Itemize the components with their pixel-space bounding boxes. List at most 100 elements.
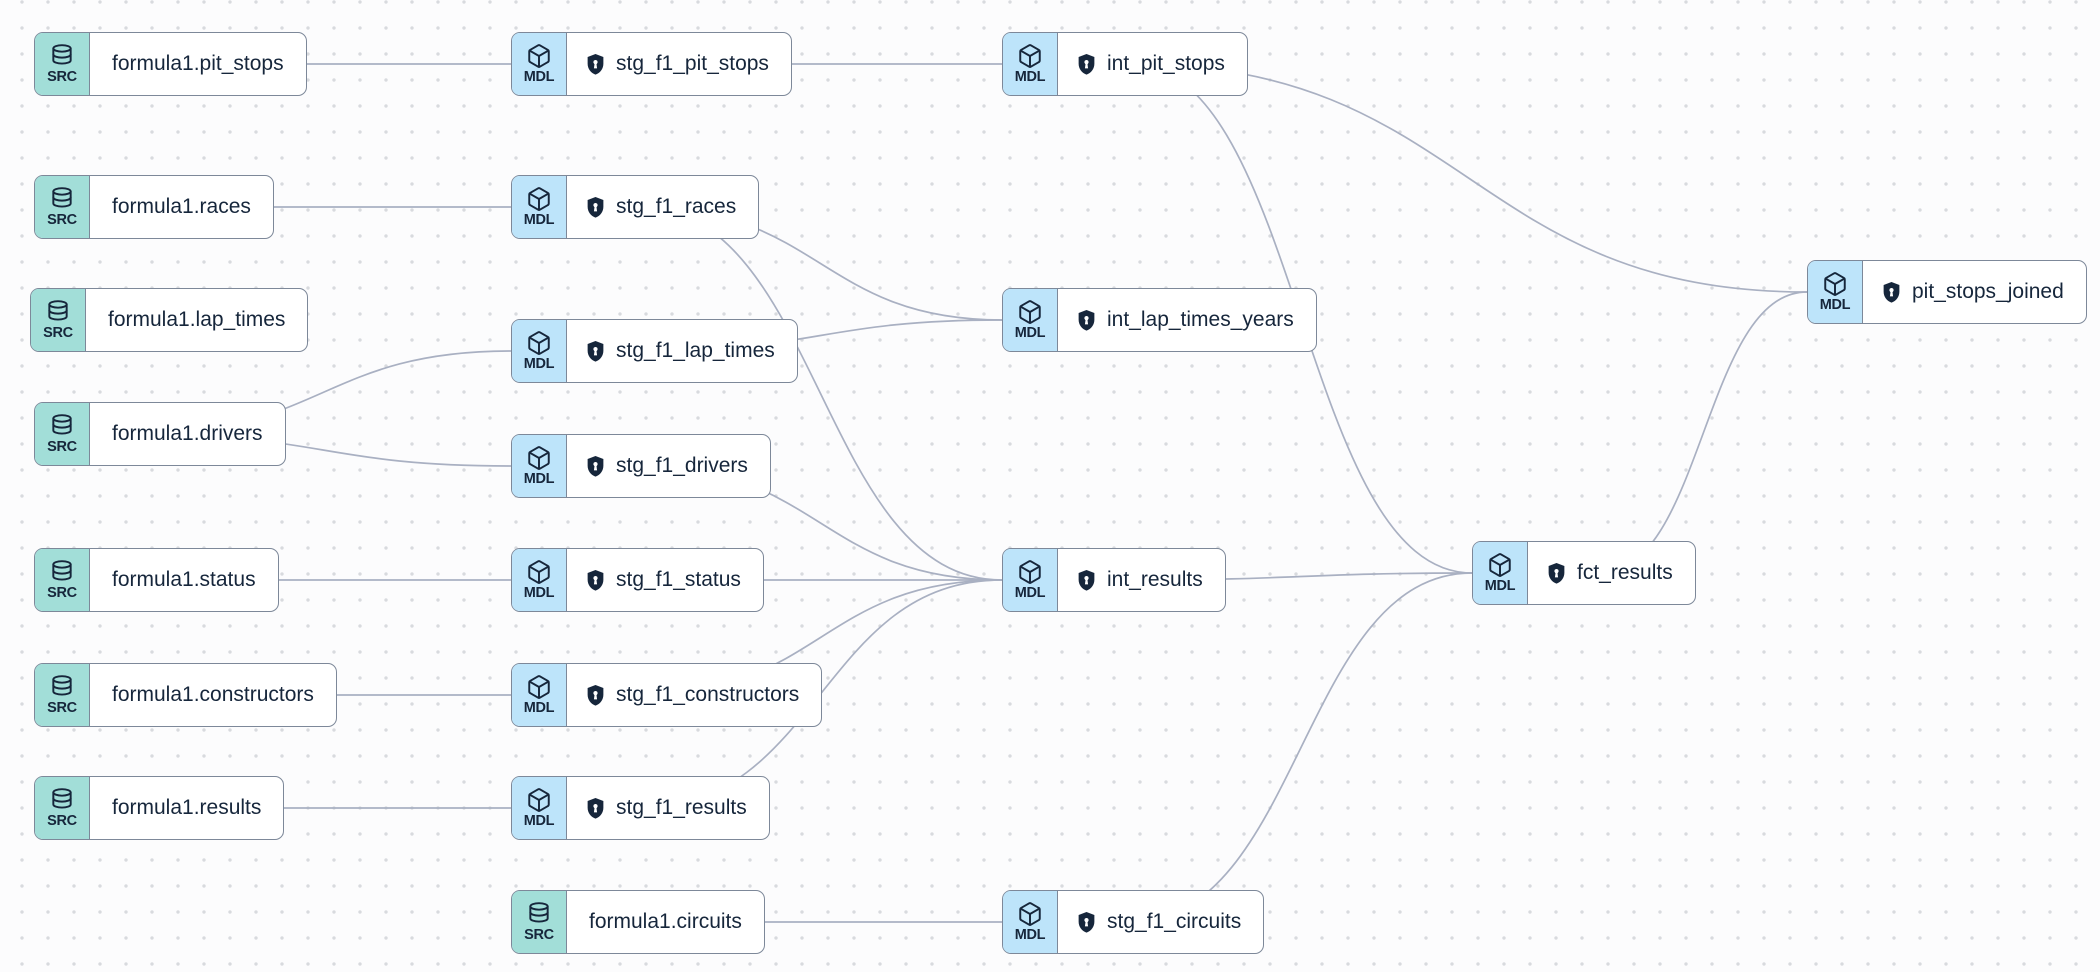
node-label: stg_f1_results (616, 796, 747, 819)
shield-icon (587, 797, 604, 819)
node-type-badge: SRC (47, 212, 77, 229)
node-type-icon: MDL (512, 176, 567, 238)
node-pit_stops_joined[interactable]: MDL pit_stops_joined (1807, 260, 2087, 324)
shield-icon (1548, 562, 1565, 584)
node-label-area: formula1.races (90, 176, 273, 238)
cube-icon (528, 187, 550, 212)
edge-fct_results-to-pit_stops_joined (1599, 291, 1808, 574)
edge-stg_races-to-int_results (638, 206, 1003, 581)
node-formula1-results[interactable]: SRC formula1.results (34, 776, 285, 840)
node-formula1-pit_stops[interactable]: SRC formula1.pit_stops (34, 32, 307, 96)
cube-icon (1019, 902, 1041, 927)
node-formula1-constructors[interactable]: SRC formula1.constructors (34, 663, 337, 727)
cube-icon (1824, 272, 1846, 297)
cube-icon (1019, 560, 1041, 585)
node-type-icon: MDL (1808, 261, 1863, 323)
node-label-area: formula1.constructors (90, 664, 336, 726)
node-int_results[interactable]: MDL int_results (1002, 548, 1226, 612)
node-type-icon: MDL (512, 777, 567, 839)
node-type-icon: SRC (35, 549, 90, 611)
database-icon (52, 44, 72, 65)
node-label: stg_f1_lap_times (616, 339, 775, 362)
node-type-icon: MDL (1003, 891, 1058, 953)
cube-icon (528, 560, 550, 585)
node-formula1-lap_times[interactable]: SRC formula1.lap_times (30, 288, 309, 352)
node-type-badge: MDL (523, 471, 555, 488)
node-label: stg_f1_pit_stops (616, 52, 769, 75)
node-label-area: formula1.status (90, 549, 278, 611)
node-stg_f1_results[interactable]: MDL stg_f1_results (511, 776, 770, 840)
node-label-area: stg_f1_lap_times (567, 320, 797, 382)
edge-stg_circuits-to-fct_results (1129, 572, 1473, 923)
database-icon (52, 560, 72, 581)
cube-icon (528, 788, 550, 813)
node-formula1-drivers[interactable]: SRC formula1.drivers (34, 402, 286, 466)
node-label: int_lap_times_years (1107, 308, 1294, 331)
node-type-icon: SRC (35, 33, 90, 95)
node-type-badge: MDL (1014, 927, 1046, 944)
node-type-icon: MDL (1003, 33, 1058, 95)
node-label-area: stg_f1_drivers (567, 435, 770, 497)
shield-icon (587, 684, 604, 706)
node-label: stg_f1_status (616, 568, 741, 591)
node-label-area: formula1.pit_stops (90, 33, 306, 95)
node-type-badge: MDL (523, 700, 555, 717)
node-label-area: formula1.circuits (567, 891, 764, 953)
database-icon (529, 902, 549, 923)
node-type-badge: MDL (523, 69, 555, 86)
node-label: formula1.races (112, 195, 251, 218)
shield-icon (1078, 309, 1095, 331)
shield-icon (587, 53, 604, 75)
node-formula1-status[interactable]: SRC formula1.status (34, 548, 279, 612)
node-type-icon: MDL (512, 664, 567, 726)
node-type-badge: SRC (43, 325, 73, 342)
node-stg_f1_lap_times[interactable]: MDL stg_f1_lap_times (511, 319, 798, 383)
node-type-icon: MDL (512, 320, 567, 382)
node-type-icon: MDL (512, 549, 567, 611)
node-type-icon: SRC (31, 289, 86, 351)
node-stg_f1_drivers[interactable]: MDL stg_f1_drivers (511, 434, 771, 498)
node-label-area: stg_f1_pit_stops (567, 33, 791, 95)
shield-icon (587, 196, 604, 218)
node-stg_f1_constructors[interactable]: MDL stg_f1_constructors (511, 663, 823, 727)
shield-icon (1078, 53, 1095, 75)
node-formula1-races[interactable]: SRC formula1.races (34, 175, 274, 239)
node-label-area: int_lap_times_years (1058, 289, 1316, 351)
node-type-badge: SRC (47, 585, 77, 602)
node-label: formula1.pit_stops (112, 52, 284, 75)
node-stg_f1_circuits[interactable]: MDL stg_f1_circuits (1002, 890, 1265, 954)
node-label: stg_f1_circuits (1107, 910, 1242, 933)
shield-icon (587, 455, 604, 477)
node-label: int_pit_stops (1107, 52, 1225, 75)
node-type-badge: MDL (1484, 578, 1516, 595)
node-int_lap_times_years[interactable]: MDL int_lap_times_years (1002, 288, 1317, 352)
node-stg_f1_status[interactable]: MDL stg_f1_status (511, 548, 764, 612)
shield-icon (587, 340, 604, 362)
node-label: formula1.constructors (112, 683, 314, 706)
node-stg_f1_races[interactable]: MDL stg_f1_races (511, 175, 760, 239)
node-type-badge: SRC (47, 813, 77, 830)
node-type-icon: SRC (35, 664, 90, 726)
node-stg_f1_pit_stops[interactable]: MDL stg_f1_pit_stops (511, 32, 792, 96)
node-label: formula1.circuits (589, 910, 742, 933)
cube-icon (528, 331, 550, 356)
node-label-area: stg_f1_races (567, 176, 758, 238)
node-formula1-circuits[interactable]: SRC formula1.circuits (511, 890, 765, 954)
database-icon (52, 414, 72, 435)
node-fct_results[interactable]: MDL fct_results (1472, 541, 1696, 605)
node-type-badge: SRC (47, 439, 77, 456)
node-type-icon: SRC (512, 891, 567, 953)
cube-icon (1019, 300, 1041, 325)
node-label: stg_f1_drivers (616, 454, 748, 477)
node-int_pit_stops[interactable]: MDL int_pit_stops (1002, 32, 1248, 96)
node-type-badge: MDL (523, 585, 555, 602)
node-type-badge: MDL (1014, 69, 1046, 86)
node-label: formula1.lap_times (108, 308, 286, 331)
node-label: formula1.results (112, 796, 262, 819)
node-label-area: stg_f1_constructors (567, 664, 821, 726)
node-type-badge: MDL (523, 356, 555, 373)
node-type-icon: MDL (512, 435, 567, 497)
node-label: int_results (1107, 568, 1203, 591)
